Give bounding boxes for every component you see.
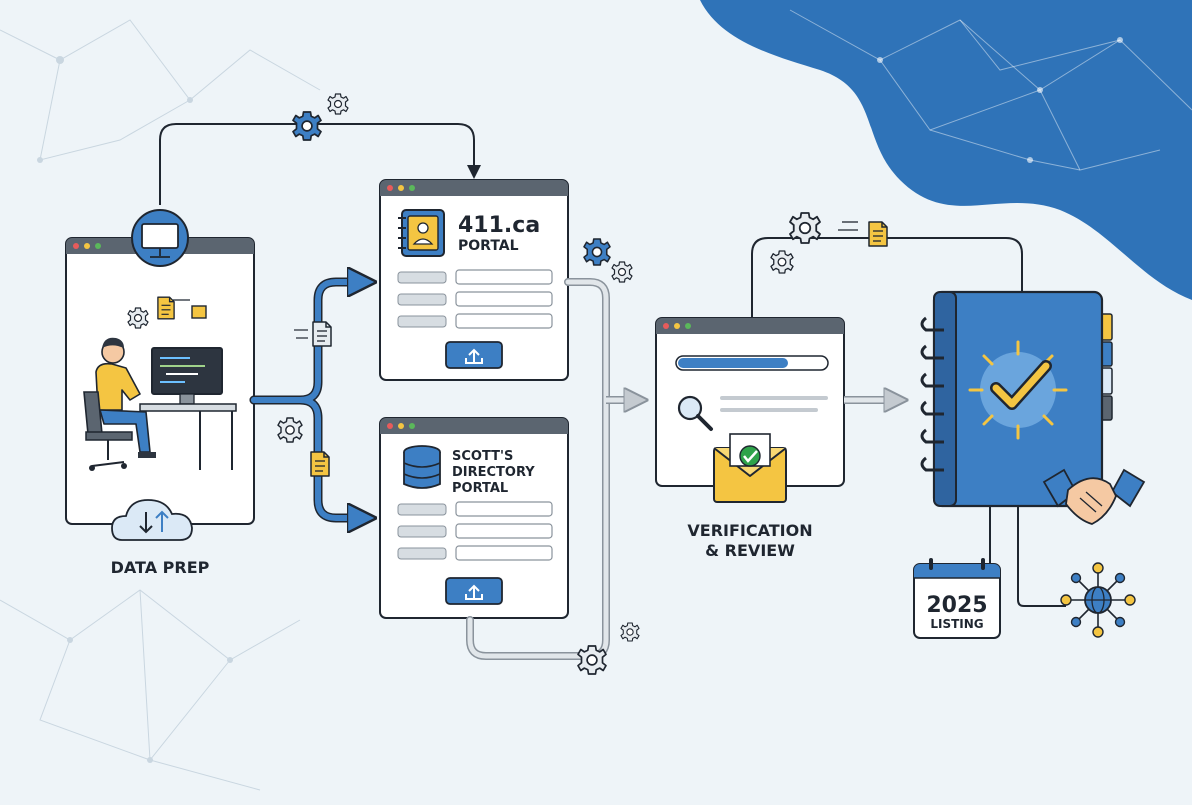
- portal-scotts-title-2: DIRECTORY: [452, 465, 535, 480]
- gear-icon: [127, 307, 149, 329]
- gear-icon: [292, 111, 322, 141]
- portal-411-subtitle: PORTAL: [458, 238, 519, 254]
- network-globe-icon: [1060, 562, 1136, 638]
- branch-flow: [249, 282, 366, 518]
- gear-icon: [577, 645, 607, 675]
- magnifier-icon: [677, 395, 713, 431]
- background-blob: [700, 0, 1192, 300]
- cloud-sync-icon: [111, 499, 193, 541]
- network-nodes: [37, 56, 233, 763]
- portal-scotts-title-1: SCOTT'S: [452, 449, 513, 464]
- document-icon: [312, 321, 332, 347]
- document-icon: [157, 296, 175, 320]
- gear-icon: [611, 261, 633, 283]
- verification-label-1: VERIFICATION: [687, 521, 812, 540]
- gear-icon: [770, 250, 794, 274]
- gear-icon: [789, 212, 821, 244]
- calendar-icon: [913, 558, 1001, 639]
- monitor-icon: [131, 209, 189, 267]
- gear-icon: [277, 417, 303, 443]
- binder-check-icon: [920, 290, 1113, 508]
- upload-icon: [445, 577, 503, 605]
- upload-icon: [445, 341, 503, 369]
- handshake-icon: [1042, 468, 1146, 525]
- gear-icon: [327, 93, 349, 115]
- listing-label: LISTING: [930, 617, 983, 631]
- gear-icon: [583, 238, 611, 266]
- person-at-desk-illustration: [83, 296, 237, 471]
- gear-icon: [620, 622, 640, 642]
- address-book-icon: [398, 209, 445, 257]
- database-icon: [403, 445, 441, 489]
- verification-label-2: & REVIEW: [705, 541, 795, 560]
- portal-scotts-title-3: PORTAL: [452, 481, 508, 496]
- portal-411-form: [397, 269, 553, 329]
- blob-nodes: [877, 37, 1123, 163]
- document-icon: [310, 451, 330, 477]
- portal-411-title: 411.ca: [458, 213, 540, 238]
- envelope-check-icon: [713, 433, 787, 503]
- binder-branch-lines: [1017, 506, 1066, 607]
- data-prep-label: DATA PREP: [111, 558, 210, 577]
- listing-year: 2025: [926, 593, 987, 618]
- portal-scotts-form: [397, 501, 553, 561]
- document-icon: [868, 221, 888, 247]
